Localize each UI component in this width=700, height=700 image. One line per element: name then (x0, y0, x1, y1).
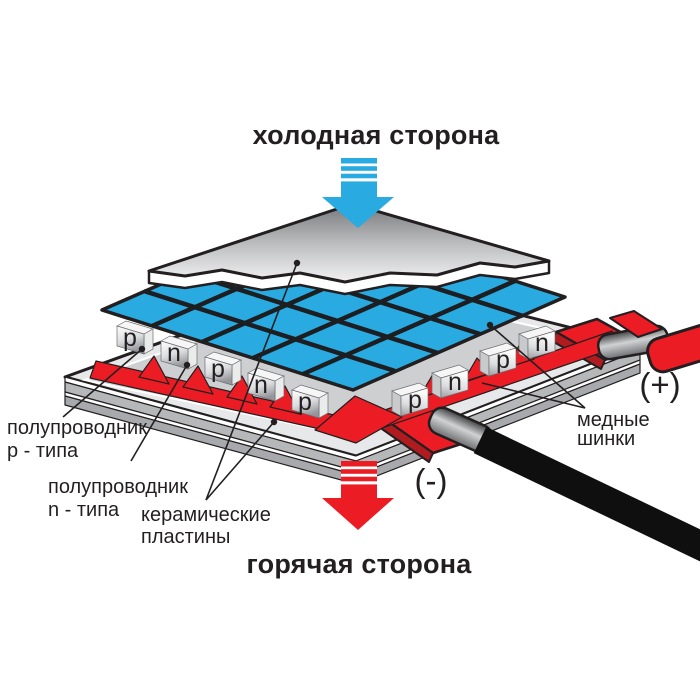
svg-text:p: p (496, 346, 510, 374)
leader-copper-top (489, 324, 586, 409)
svg-text:p: p (211, 355, 225, 383)
leader-copper-bottom (481, 382, 586, 409)
svg-text:медные: медные (577, 409, 650, 431)
leader-ceramic-bottom (205, 421, 275, 501)
cube-p4: p (391, 382, 429, 417)
cube-p1: p (116, 320, 154, 355)
cube-n1: n (160, 335, 198, 370)
hot-side-title: горячая сторона (247, 549, 473, 579)
leader-semiconductor-n (130, 364, 188, 462)
ceramic-plates-label: керамические пластины (141, 504, 271, 548)
svg-text:n: n (254, 371, 268, 399)
cube-p5: p (479, 342, 517, 377)
minus-terminal-label: (-) (415, 462, 448, 499)
svg-text:полупроводник: полупроводник (7, 417, 147, 439)
top-ceramic-lid (147, 202, 551, 296)
plus-terminal-label: (+) (639, 366, 680, 403)
copper-bars-label: медные шинки (577, 409, 650, 450)
svg-text:p: p (123, 324, 137, 352)
positive-lug-fold (609, 310, 663, 338)
svg-text:шинки: шинки (577, 428, 635, 450)
hot-arrow-icon (322, 461, 394, 530)
semiconductor-n-label: полупроводник n - типа (48, 476, 188, 521)
svg-text:n: n (167, 339, 181, 367)
svg-text:n - типа: n - типа (48, 499, 120, 521)
svg-text:p: p (298, 388, 312, 416)
leader-lines (62, 259, 586, 501)
cold-arrow-icon (322, 158, 394, 228)
svg-text:пластины: пластины (141, 526, 230, 548)
svg-text:p: p (408, 386, 422, 414)
leader-ceramic-top (205, 262, 298, 501)
negative-terminal (427, 406, 700, 562)
svg-text:керамические: керамические (141, 504, 271, 526)
svg-text:полупроводник: полупроводник (48, 476, 188, 498)
negative-wire (473, 426, 700, 562)
positive-wire (646, 320, 700, 374)
cube-n3: n (431, 364, 469, 399)
lid-top-face (147, 202, 551, 284)
leader-semiconductor-p (62, 348, 143, 418)
svg-text:p - типа: p - типа (7, 440, 79, 462)
cold-side-title: холодная сторона (253, 120, 500, 150)
cube-p2: p (204, 351, 242, 386)
cube-p3: p (291, 384, 329, 419)
positive-terminal (596, 310, 700, 374)
cube-n2: n (247, 367, 285, 402)
svg-text:n: n (448, 368, 462, 396)
svg-text:n: n (535, 329, 549, 357)
semiconductor-p-label: полупроводник p - типа (7, 417, 147, 462)
